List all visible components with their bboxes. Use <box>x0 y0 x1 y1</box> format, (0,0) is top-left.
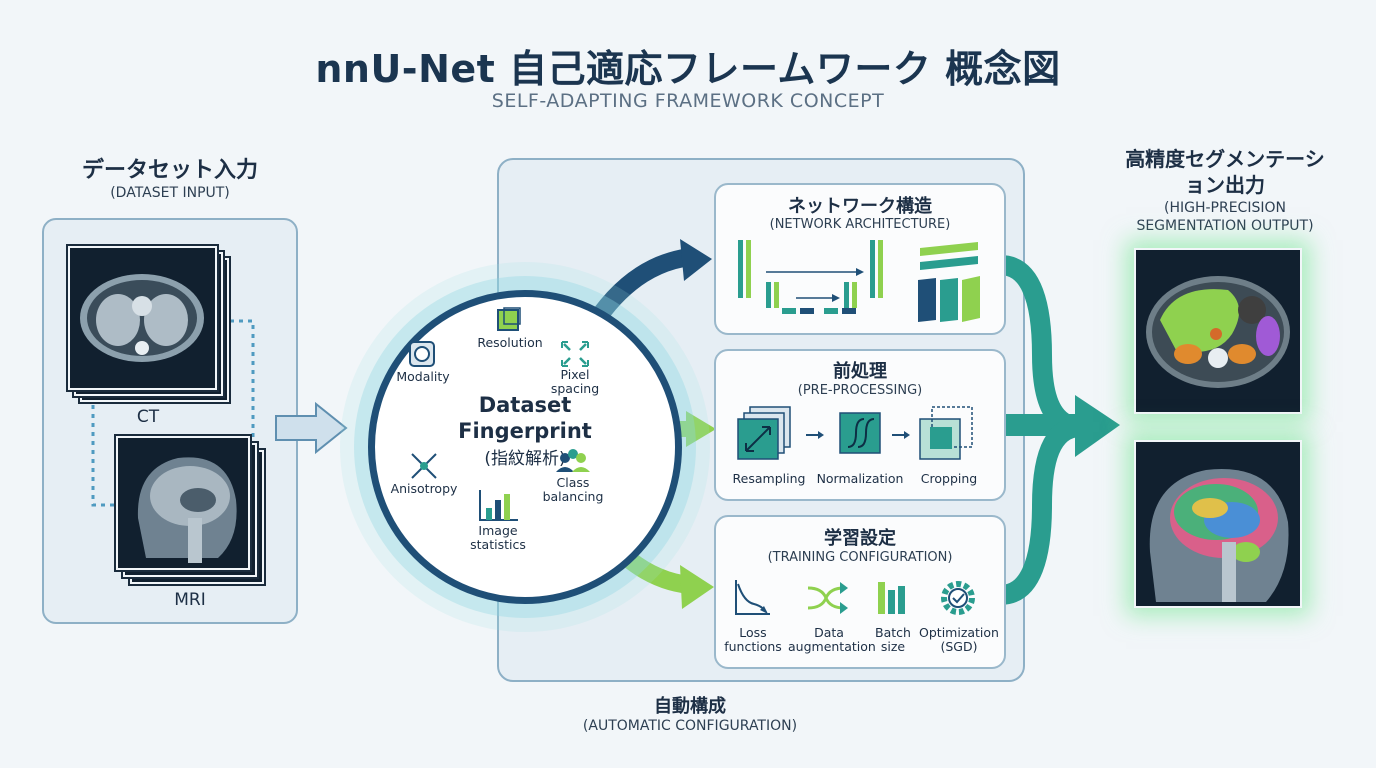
training-item-batch: Batch size <box>866 626 920 654</box>
output-title-line2: ョン出力 <box>1185 173 1265 197</box>
loss-functions-icon <box>735 580 770 615</box>
training-item-optimization-line2: (SGD) <box>940 639 978 654</box>
mri-segmentation-icon <box>1149 469 1289 602</box>
pixel-spacing-icon <box>561 341 589 367</box>
mri-head-icon <box>137 457 237 563</box>
anisotropy-label: Anisotropy <box>390 481 458 496</box>
mri-scan-image <box>116 436 250 570</box>
preprocessing-subtitle: (PRE-PROCESSING) <box>797 383 923 398</box>
fp-item-resolution: Resolution <box>470 306 550 350</box>
mri-label: MRI <box>174 590 206 610</box>
output-subtitle-line2: SEGMENTATION OUTPUT) <box>1136 218 1314 234</box>
network-title: ネットワーク構造 <box>788 196 932 217</box>
image-statistics-icon <box>479 490 518 521</box>
class-balancing-label-2: balancing <box>542 489 604 504</box>
output-subtitle-line1: (HIGH-PRECISION <box>1164 200 1286 216</box>
data-augmentation-icon <box>807 582 848 614</box>
unet-diagram <box>738 240 980 322</box>
training-item-loss-line2: functions <box>724 639 782 654</box>
fingerprint-title-line1: Dataset <box>478 393 572 417</box>
training-item-augmentation: Data augmentation <box>788 625 876 654</box>
output-subtitle: (HIGH-PRECISION SEGMENTATION OUTPUT) <box>1090 199 1360 235</box>
fp-item-class-balancing: Class balancing <box>538 446 608 504</box>
output-title: 高精度セグメンテーシ ョン出力 <box>1090 146 1360 198</box>
resolution-label: Resolution <box>477 335 543 350</box>
network-subtitle: (NETWORK ARCHITECTURE) <box>769 217 951 232</box>
fp-item-anisotropy: Anisotropy <box>384 450 464 496</box>
image-statistics-label-1: Image <box>478 523 518 538</box>
optimization-gear-icon <box>941 581 975 615</box>
preprocessing-diagram <box>737 406 973 460</box>
modality-icon <box>409 341 435 367</box>
class-balancing-label-1: Class <box>556 475 590 490</box>
auto-config-subtitle: (AUTOMATIC CONFIGURATION) <box>582 718 798 734</box>
ct-segmentation-icon <box>1146 276 1290 388</box>
fingerprint-title-line2: Fingerprint <box>458 419 592 443</box>
preprocessing-title: 前処理 <box>833 361 887 382</box>
modality-label: Modality <box>396 369 450 384</box>
fingerprint-center: Dataset Fingerprint (指紋解析) <box>368 392 682 469</box>
training-subtitle: (TRAINING CONFIGURATION) <box>767 550 953 565</box>
training-icons <box>735 580 975 615</box>
page-subtitle: SELF-ADAPTING FRAMEWORK CONCEPT <box>491 90 885 112</box>
training-item-optimization-line1: Optimization <box>919 625 999 640</box>
fp-item-modality: Modality <box>390 340 456 384</box>
fp-item-pixel-spacing: Pixel spacing <box>540 338 610 396</box>
training-item-loss-line1: Loss <box>739 625 767 640</box>
training-item-augmentation-line1: Data <box>814 625 844 640</box>
preprocessing-step-normalization: Normalization <box>816 471 904 486</box>
class-balancing-icon <box>556 449 590 472</box>
fingerprint-subtitle: (指紋解析) <box>484 449 566 469</box>
anisotropy-icon <box>411 453 437 479</box>
training-item-augmentation-line2: augmentation <box>788 639 876 654</box>
batch-size-icon <box>878 582 905 614</box>
segmented-ct-image <box>1134 248 1302 414</box>
input-subtitle: (DATASET INPUT) <box>110 185 230 201</box>
training-item-loss: Loss functions <box>718 626 788 654</box>
ct-lung-icon <box>80 274 204 362</box>
ct-scan-image <box>68 246 217 390</box>
input-arrow <box>275 401 348 455</box>
output-title-line1: 高精度セグメンテーシ <box>1125 147 1325 171</box>
pixel-spacing-label-1: Pixel <box>560 367 590 382</box>
auto-config-title: 自動構成 <box>654 696 726 717</box>
page-title: nnU-Net 自己適応フレームワーク 概念図 <box>315 47 1061 91</box>
training-item-optimization: Optimization (SGD) <box>916 626 1002 654</box>
pixel-spacing-label-2: spacing <box>550 381 600 396</box>
training-title: 学習設定 <box>824 528 896 549</box>
input-title: データセット入力 <box>81 158 258 183</box>
preprocessing-step-resampling: Resampling <box>732 471 806 486</box>
preprocessing-step-cropping: Cropping <box>920 471 978 486</box>
training-item-batch-line1: Batch <box>875 625 911 640</box>
training-item-batch-line2: size <box>880 639 906 654</box>
segmented-mri-image <box>1134 440 1302 608</box>
fp-item-image-statistics: Image statistics <box>460 486 536 552</box>
image-statistics-label-2: statistics <box>470 537 526 552</box>
resolution-icon <box>497 307 521 331</box>
ct-label: CT <box>136 407 160 427</box>
